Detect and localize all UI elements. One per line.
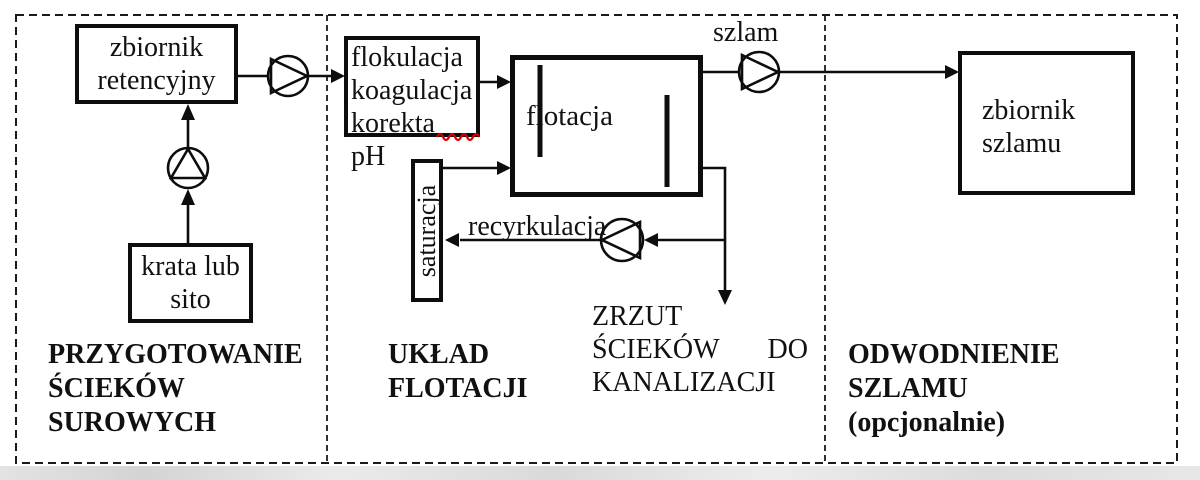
scan-artifact-strip [0,466,1200,480]
line-flotation-discharge [703,166,727,291]
retention-tank-label-line1: zbiornik [109,32,204,63]
pump-icon-sludge [737,50,782,94]
chemical-stage-line1: flokulacja [351,42,463,73]
sludge-tank-label-line2: szlamu [982,128,1062,159]
pump-icon-feed [166,146,210,190]
chemical-stage-box: flokulacja koagulacja korekta pH [344,36,480,172]
recirculation-flow-label: recyrkulacja [468,211,607,242]
preparation-line2: ŚCIEKÓW [48,373,185,404]
saturation-box: saturacja [411,159,443,302]
retention-tank-label-line2: retencyjny [97,65,216,96]
screen-label-line2: sito [170,284,211,315]
sludge-flow-label: szlam [713,17,779,48]
discharge-line2b: DO [767,334,808,365]
section-label-dewatering: ODWODNIENIE SZLAMU (opcjonalnie) [848,338,1060,440]
discharge-line2a: ŚCIEKÓW [592,334,720,365]
screen-box: krata lub sito [128,243,253,323]
arrowhead-into-chem [331,69,345,83]
arrowhead-up-into-pump [181,189,195,205]
flotation-label: flotacja [526,100,613,132]
arrowhead-into-saturation [445,233,459,247]
preparation-line3: SUROWYCH [48,407,217,438]
arrowhead-into-recirc-pump [644,233,658,247]
flotation-unit-line1: UKŁAD [388,339,490,370]
discharge-label: ZRZUT ŚCIEKÓW DO KANALIZACJI [592,300,808,399]
dewatering-line3: (opcjonalnie) [848,407,1006,438]
section-label-flotation-unit: UKŁAD FLOTACJI [388,338,528,406]
discharge-line3: KANALIZACJI [592,367,776,398]
pump-icon-recirculation [598,217,645,263]
retention-tank-box: zbiornik retencyjny [75,24,238,104]
screen-label-line1: krata lub [141,251,240,282]
preparation-line1: PRZYGOTOWANIE [48,339,303,370]
flotation-unit-line2: FLOTACJI [388,373,528,404]
dewatering-line2: SZLAMU [848,373,968,404]
arrowhead-up-into-retention [181,104,195,120]
discharge-line1: ZRZUT [592,301,683,332]
sludge-tank-label-line1: zbiornik [982,95,1076,126]
pump-icon-retention-outlet [266,54,311,98]
arrowhead-into-flotation-bottom [497,161,511,175]
sludge-tank-box: zbiornik szlamu [958,51,1135,195]
discharge-line2: ŚCIEKÓW DO [592,333,808,366]
section-label-preparation: PRZYGOTOWANIE ŚCIEKÓW SUROWYCH [48,338,303,440]
chemical-stage-line2: koagulacja [351,75,473,106]
arrowhead-into-flotation-top [497,75,511,89]
dewatering-line1: ODWODNIENIE [848,339,1060,370]
arrowhead-into-sludge-tank [945,65,959,79]
saturation-label: saturacja [412,184,442,277]
